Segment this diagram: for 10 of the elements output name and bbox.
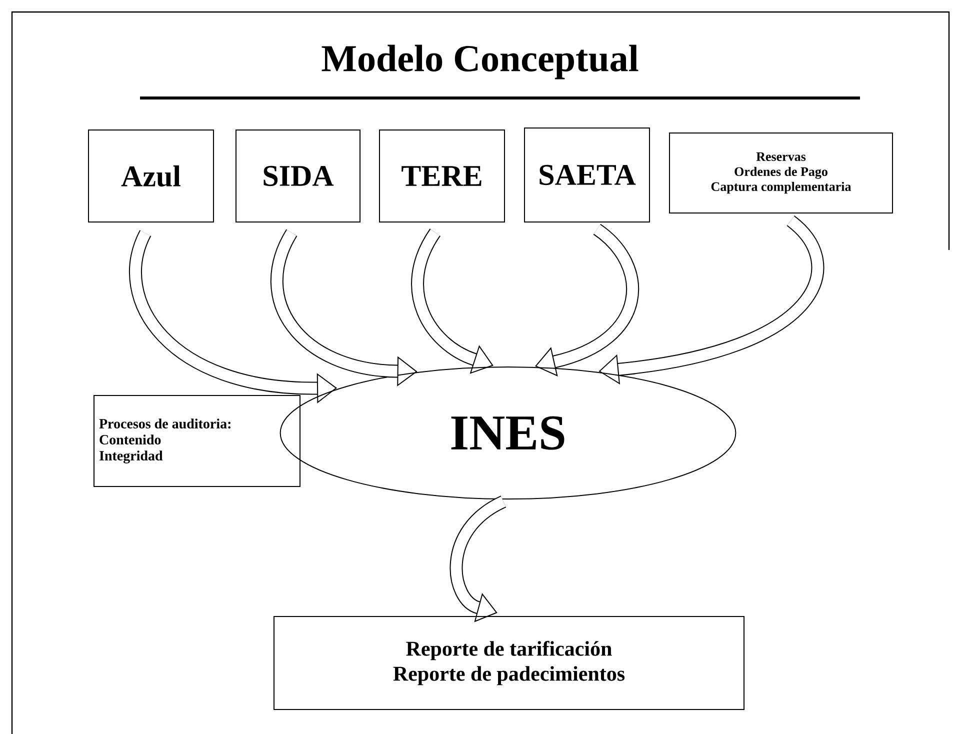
curved-arrow <box>411 229 494 374</box>
note-box: Procesos de auditoria: Contenido Integridad <box>94 395 300 487</box>
system-box: SIDA <box>236 130 360 222</box>
system-box: TERE <box>379 130 505 222</box>
system-box: SAETA <box>524 128 650 222</box>
system-box: Azul <box>88 130 214 222</box>
title: Modelo Conceptual <box>322 44 638 80</box>
system-box: Reservas Ordenes de Pago Captura complementaria <box>669 132 893 214</box>
report-box: Reporte de tarificación Reporte de padecimientos <box>274 616 744 710</box>
curved-arrow <box>535 224 639 376</box>
